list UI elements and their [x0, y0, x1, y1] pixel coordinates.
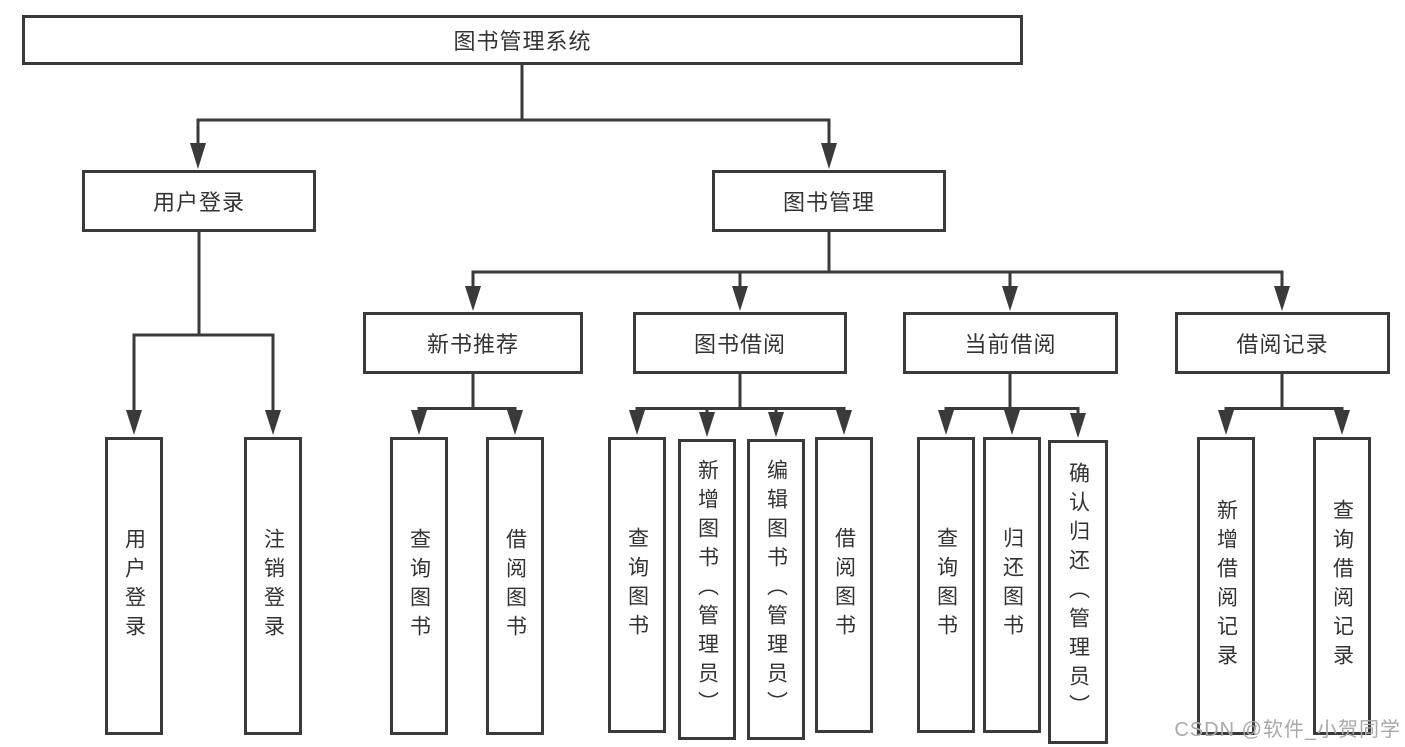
leaf-bookborrow-edit-admin-label: 编辑图书（管理员）: [764, 459, 788, 720]
leaf-currentborrow-return: 归还图书: [983, 437, 1041, 733]
arrowhead-br-query: [1334, 410, 1350, 435]
node-library-system: 图书管理系统: [22, 15, 1023, 65]
leaf-currentborrow-confirm-admin: 确认归还（管理员）: [1048, 440, 1108, 744]
leaf-logout: 注销登录: [244, 437, 302, 735]
csdn-watermark: CSDN @软件_小贺同学: [1174, 719, 1401, 741]
arrowhead-nb-query: [411, 410, 427, 435]
node-book-management-label: 图书管理: [782, 190, 875, 215]
arrowhead-bb-add: [699, 412, 715, 437]
arrowhead-bb-edit: [768, 412, 784, 437]
leaf-newbooks-borrow-label: 借阅图书: [503, 528, 527, 644]
arrowhead-cb-confirm: [1070, 413, 1086, 438]
leaf-record-add: 新增借阅记录: [1197, 437, 1255, 735]
leaf-user-login: 用户登录: [105, 437, 163, 735]
arrowhead-current-borrow: [1002, 286, 1018, 311]
leaf-bookborrow-add-admin: 新增图书（管理员）: [678, 439, 736, 740]
arrowhead-borrow-record: [1274, 286, 1290, 311]
leaf-record-add-label: 新增借阅记录: [1214, 499, 1238, 673]
leaf-bookborrow-borrow-label: 借阅图书: [832, 527, 856, 643]
node-book-borrow-label: 图书借阅: [693, 332, 786, 357]
arrowhead-book-mgmt: [821, 143, 837, 169]
leaf-user-login-label: 用户登录: [122, 528, 146, 644]
leaf-newbooks-query: 查询图书: [390, 437, 448, 735]
node-new-book-recommend: 新书推荐: [363, 312, 583, 374]
leaf-currentborrow-query: 查询图书: [917, 437, 975, 733]
node-borrow-records-label: 借阅记录: [1236, 332, 1329, 357]
node-book-borrow: 图书借阅: [633, 312, 847, 374]
leaf-bookborrow-query-label: 查询图书: [625, 527, 649, 643]
arrowhead-leaf-logout: [265, 410, 281, 435]
leaf-newbooks-query-label: 查询图书: [407, 528, 431, 644]
arrowhead-book-borrow: [732, 286, 748, 311]
arrowhead-bb-query: [629, 410, 645, 435]
arrowhead-bb-borrow: [836, 410, 852, 435]
leaf-record-query: 查询借阅记录: [1313, 437, 1371, 735]
leaf-bookborrow-add-admin-label: 新增图书（管理员）: [695, 459, 719, 720]
arrowhead-leaf-login: [126, 410, 142, 435]
leaf-currentborrow-query-label: 查询图书: [934, 527, 958, 643]
leaf-newbooks-borrow: 借阅图书: [486, 437, 544, 735]
node-borrow-records: 借阅记录: [1175, 312, 1390, 374]
arrowhead-br-add: [1218, 410, 1234, 435]
arrowhead-user-login: [190, 143, 206, 169]
node-user-login: 用户登录: [82, 170, 316, 232]
leaf-logout-label: 注销登录: [261, 528, 285, 644]
arrowhead-cb-query: [938, 410, 954, 435]
leaf-bookborrow-edit-admin: 编辑图书（管理员）: [747, 439, 805, 740]
leaf-currentborrow-confirm-admin-label: 确认归还（管理员）: [1066, 461, 1090, 723]
node-new-book-recommend-label: 新书推荐: [426, 332, 519, 357]
leaf-bookborrow-borrow: 借阅图书: [815, 437, 873, 733]
leaf-bookborrow-query: 查询图书: [608, 437, 666, 733]
arrowhead-new-books: [465, 286, 481, 311]
node-current-borrow: 当前借阅: [903, 312, 1118, 374]
leaf-currentborrow-return-label: 归还图书: [1000, 527, 1024, 643]
arrowhead-nb-borrow: [507, 410, 523, 435]
node-current-borrow-label: 当前借阅: [964, 332, 1057, 357]
node-book-management: 图书管理: [712, 170, 946, 232]
leaf-record-query-label: 查询借阅记录: [1330, 499, 1354, 673]
node-library-system-label: 图书管理系统: [453, 29, 592, 54]
node-user-login-label: 用户登录: [152, 190, 245, 215]
arrowhead-cb-return: [1004, 410, 1020, 435]
